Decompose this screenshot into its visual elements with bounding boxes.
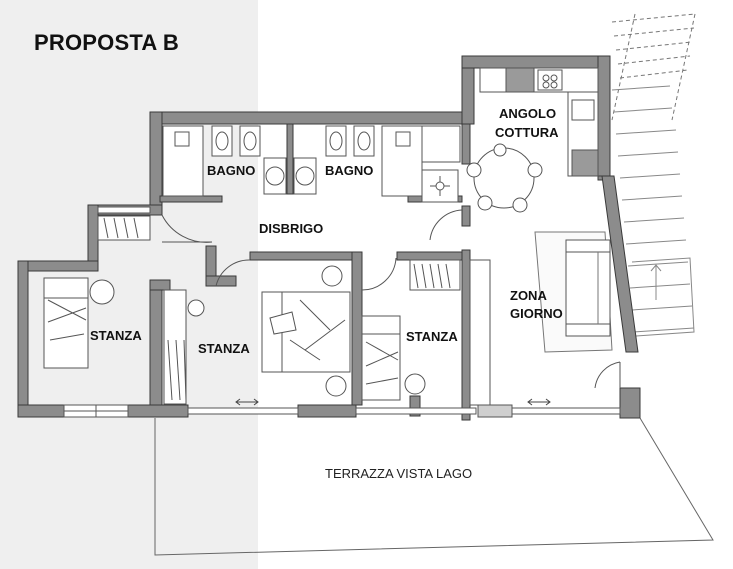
room-3-wall-segment xyxy=(469,259,491,406)
windows xyxy=(63,206,621,418)
bedroom-1-furniture xyxy=(43,215,151,369)
plan-title: PROPOSTA B xyxy=(34,30,180,55)
walls xyxy=(17,55,641,421)
kitchen-fixtures xyxy=(466,67,599,213)
label-stanza-2: STANZA xyxy=(198,341,250,356)
bedroom-3-furniture xyxy=(361,315,426,401)
label-bagno-1: BAGNO xyxy=(207,163,256,178)
label-zona: ZONA xyxy=(510,288,547,303)
label-angolo: ANGOLO xyxy=(499,106,557,121)
exterior-stairs-right xyxy=(611,85,695,337)
door-swings xyxy=(161,209,621,389)
sliding-door-arrows xyxy=(235,398,551,406)
label-stanza-3: STANZA xyxy=(406,329,458,344)
wardrobe-room-3 xyxy=(409,259,461,291)
label-disbrigo: DISBRIGO xyxy=(259,221,324,236)
label-stanza-1: STANZA xyxy=(90,328,142,343)
bedroom-2-furniture xyxy=(163,265,351,405)
terrace-outline xyxy=(154,417,714,556)
label-giorno: GIORNO xyxy=(510,306,563,321)
exterior-stairs-top xyxy=(611,13,696,121)
label-terrazza: TERRAZZA VISTA LAGO xyxy=(325,466,473,481)
living-room-furniture xyxy=(534,231,613,353)
bathroom-1-fixtures xyxy=(162,125,287,197)
bathroom-2-fixtures xyxy=(293,125,461,203)
label-bagno-2: BAGNO xyxy=(325,163,374,178)
label-cottura: COTTURA xyxy=(495,125,559,140)
